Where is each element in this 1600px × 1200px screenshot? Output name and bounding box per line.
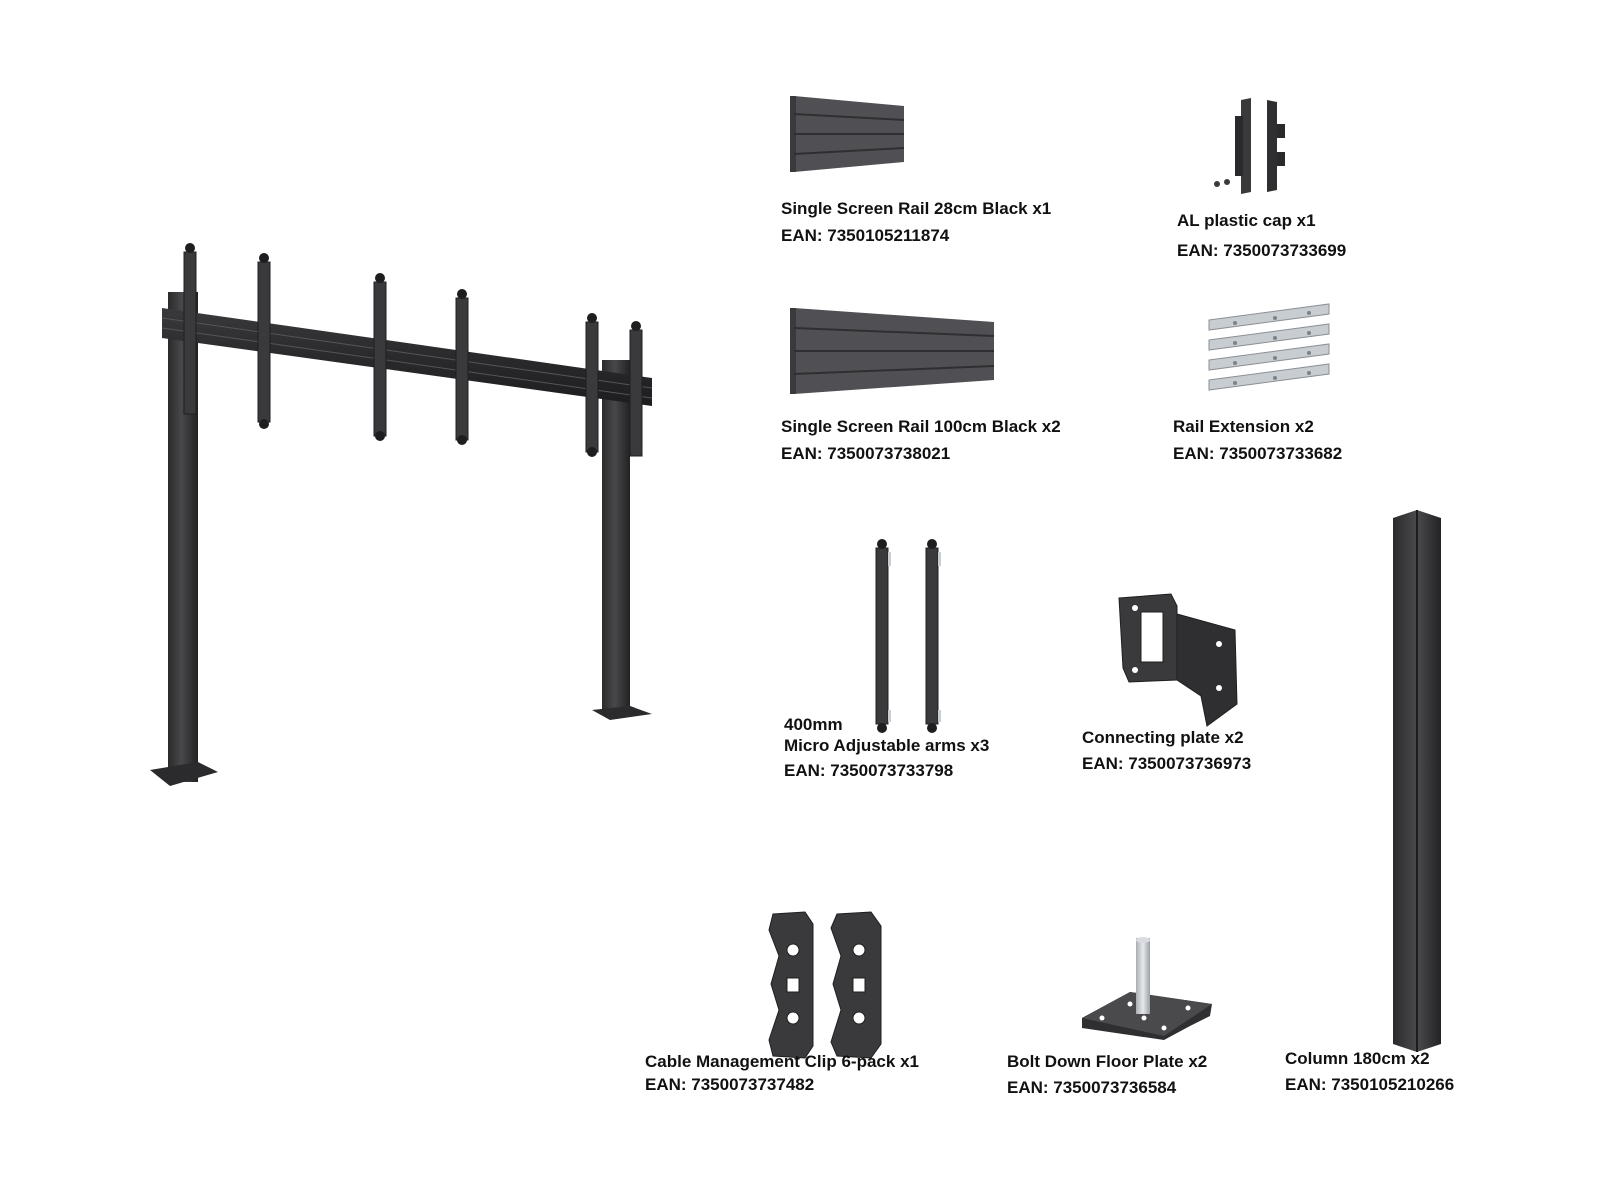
part-ean: EAN: 7350073733682 xyxy=(1173,444,1343,463)
label-rail-28cm: Single Screen Rail 28cm Black x1 EAN: 73… xyxy=(781,200,1051,244)
part-name: Single Screen Rail 100cm Black x2 xyxy=(781,417,1061,436)
part-ean: EAN: 7350105210266 xyxy=(1285,1075,1455,1094)
right-column xyxy=(592,360,652,720)
column-180cm-illustration xyxy=(1393,510,1441,1052)
horizontal-rail xyxy=(161,308,653,406)
part-name: Bolt Down Floor Plate x2 xyxy=(1007,1052,1208,1071)
rail-28cm-illustration xyxy=(790,96,905,172)
part-ean: EAN: 7350073736584 xyxy=(1007,1078,1177,1097)
assembled-stand-illustration xyxy=(150,243,653,786)
label-cable-clip: Cable Management Clip 6-pack x1 EAN: 735… xyxy=(645,1053,919,1093)
label-connecting-plate: Connecting plate x2 EAN: 7350073736973 xyxy=(1082,729,1251,772)
part-ean: EAN: 7350073737482 xyxy=(645,1075,815,1094)
part-name: Micro Adjustable arms x3 xyxy=(784,736,990,755)
cable-clip-illustration xyxy=(768,911,882,1059)
label-plastic-cap: AL plastic cap x1 EAN: 7350073733699 xyxy=(1177,212,1346,259)
part-name: Rail Extension x2 xyxy=(1173,417,1314,436)
label-rail-extension: Rail Extension x2 EAN: 7350073733682 xyxy=(1173,418,1342,462)
floor-plate-illustration xyxy=(1082,937,1212,1040)
part-name: AL plastic cap x1 xyxy=(1177,211,1316,230)
part-name: Connecting plate x2 xyxy=(1082,728,1244,747)
label-micro-arms: 400mm Micro Adjustable arms x3 EAN: 7350… xyxy=(784,716,989,779)
part-ean: EAN: 7350105211874 xyxy=(781,226,950,245)
arm-knobs xyxy=(185,243,641,457)
part-name: Single Screen Rail 28cm Black x1 xyxy=(781,199,1052,218)
connecting-plate-illustration xyxy=(1118,593,1238,727)
rail-100cm-illustration xyxy=(790,308,995,394)
plastic-cap-illustration xyxy=(1214,98,1285,194)
part-size: 400mm xyxy=(784,715,843,734)
part-ean: EAN: 7350073733699 xyxy=(1177,241,1347,260)
part-name: Cable Management Clip 6-pack x1 xyxy=(645,1052,919,1071)
label-floor-plate: Bolt Down Floor Plate x2 EAN: 7350073736… xyxy=(1007,1053,1207,1096)
micro-arms-illustration xyxy=(875,539,941,733)
part-ean: EAN: 7350073733798 xyxy=(784,761,954,780)
label-column: Column 180cm x2 EAN: 7350105210266 xyxy=(1285,1050,1454,1093)
label-rail-100cm: Single Screen Rail 100cm Black x2 EAN: 7… xyxy=(781,418,1061,462)
rail-extension-illustration xyxy=(1208,303,1330,391)
part-name: Column 180cm x2 xyxy=(1285,1049,1430,1068)
mounted-arms xyxy=(183,251,643,457)
part-ean: EAN: 7350073736973 xyxy=(1082,754,1252,773)
part-ean: EAN: 7350073738021 xyxy=(781,444,951,463)
